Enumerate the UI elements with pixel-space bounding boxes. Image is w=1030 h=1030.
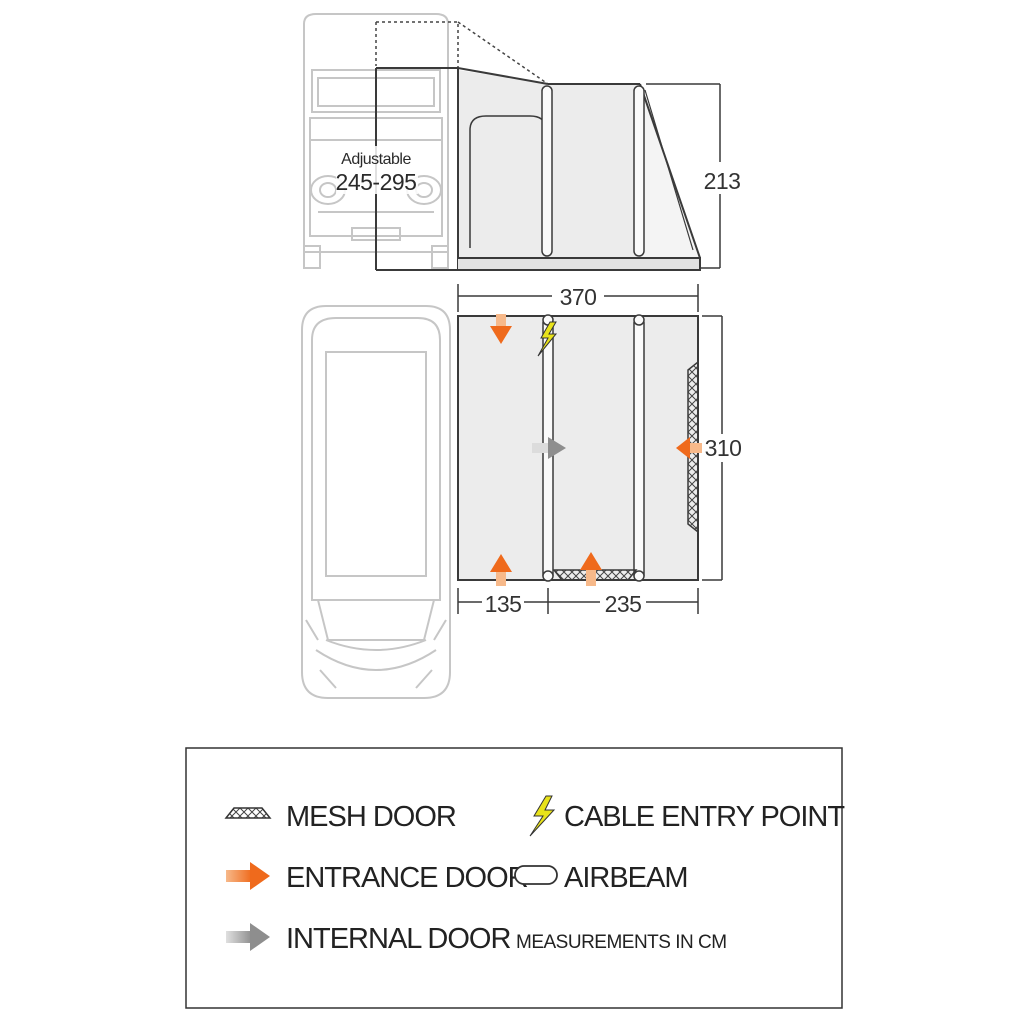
awning-plan-view bbox=[457, 314, 699, 582]
adjustable-range: 245-295 bbox=[336, 169, 417, 195]
internal-arrow-icon bbox=[226, 923, 270, 951]
airbeam-icon bbox=[514, 865, 558, 885]
legend-measurements-note: MEASUREMENTS IN CM bbox=[516, 932, 727, 953]
adjustable-label-group: Adjustable 245-295 bbox=[336, 146, 418, 195]
width-dimension: 370 bbox=[457, 284, 699, 312]
legend-cable-entry-label: CABLE ENTRY POINT bbox=[564, 801, 845, 833]
van-top-view bbox=[301, 305, 451, 699]
entrance-arrow-bottom-left bbox=[490, 554, 512, 586]
section-dimensions: 135 235 bbox=[457, 588, 699, 617]
entrance-arrow-icon bbox=[226, 862, 270, 890]
left-section-dim-label: 135 bbox=[485, 591, 522, 617]
internal-arrow bbox=[532, 437, 566, 459]
width-dim-label: 370 bbox=[560, 284, 597, 310]
legend-internal-door-label: INTERNAL DOOR bbox=[286, 923, 510, 955]
awning-side-view bbox=[375, 67, 701, 271]
height-dimension: 213 bbox=[646, 83, 746, 269]
right-section-dim-label: 235 bbox=[605, 591, 642, 617]
depth-dim-label: 310 bbox=[705, 435, 742, 461]
entrance-arrow-bottom-right bbox=[580, 552, 602, 586]
legend-entrance-door-label: ENTRANCE DOOR bbox=[286, 862, 528, 894]
entrance-arrow-right bbox=[676, 437, 702, 459]
entrance-arrow-top bbox=[490, 314, 512, 344]
legend-box bbox=[185, 747, 843, 1009]
legend-airbeam-label: AIRBEAM bbox=[564, 862, 688, 894]
cable-bolt-icon bbox=[529, 795, 556, 837]
depth-dimension: 310 bbox=[702, 315, 746, 581]
legend-mesh-door-label: MESH DOOR bbox=[286, 801, 456, 833]
adjustable-label: Adjustable bbox=[341, 151, 411, 168]
legend: MESH DOOR ENTRANCE DOOR INTERNAL DOOR CA… bbox=[185, 747, 846, 1009]
cable-entry-icon bbox=[537, 321, 558, 357]
mesh-door-icon bbox=[224, 807, 272, 819]
adjustable-outline bbox=[375, 21, 549, 85]
height-dim-label: 213 bbox=[704, 168, 741, 194]
